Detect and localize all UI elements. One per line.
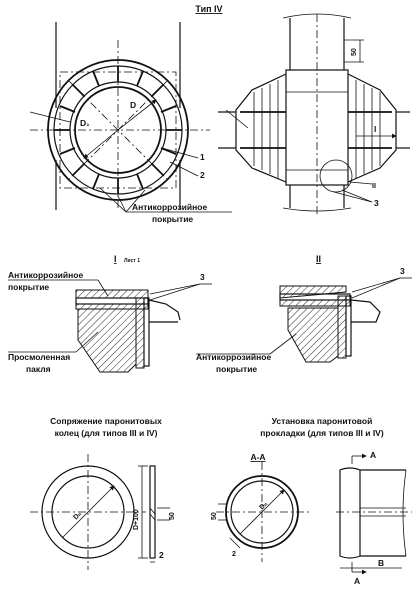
ring-join-dim-50: 50	[169, 512, 176, 520]
top-right-dim-l: l	[374, 124, 376, 134]
top-left-coating-label-2: покрытие	[152, 214, 193, 224]
detail-ii-coating-label: Антикоррозийное	[196, 352, 271, 362]
detail-i-sheet-note: Лист 1	[124, 258, 140, 264]
ring-join-dim-2: 2	[159, 550, 164, 560]
ring-join-section: Сопряжение паронитовых колец (для типов …	[30, 416, 176, 570]
detail-i-coating-label: Антикоррозийное	[8, 270, 83, 280]
detail-i-coating-label-2: покрытие	[8, 282, 49, 292]
top-right-dim-50: 50	[351, 48, 358, 56]
detail-i: I Лист 1 Антикоррозийное покрытие 3 Прос…	[8, 254, 212, 374]
gasket-dim-50: 50	[211, 512, 218, 520]
ring-join-title-2: колец (для типов III и IV)	[55, 428, 158, 438]
gasket-title-1: Установка паронитовой	[272, 416, 373, 426]
gasket-install-section: Установка паронитовой прокладки (для тип…	[211, 416, 412, 586]
gasket-section-label: А-А	[250, 452, 265, 462]
callout-1: 1	[200, 152, 205, 162]
detail-i-callout-3: 3	[200, 272, 205, 282]
diameter-d1-label: D₁	[80, 118, 90, 128]
ring-join-diameter: Dₙ	[72, 511, 83, 522]
gasket-cut-a-top: А	[370, 450, 376, 460]
detail-ii-title: II	[316, 254, 321, 264]
detail-ii-callout-3: 3	[400, 266, 405, 276]
top-left-plan-view: D D₁ 1 2 Антикоррозийное покрытие	[29, 22, 232, 224]
gasket-cut-a-bottom: А	[354, 576, 360, 586]
detail-i-title: I	[114, 254, 117, 264]
gasket-dim-2: 2	[232, 551, 236, 558]
top-right-elevation-view: 50 l II 3	[218, 13, 410, 214]
detail-ii: II 3 Антикоррозийное покрытие	[196, 254, 412, 374]
detail-i-packing-label-2: пакля	[26, 364, 51, 374]
top-right-callout-3: 3	[374, 198, 379, 208]
gasket-dim-b: B	[378, 558, 384, 568]
ring-join-title-1: Сопряжение паронитовых	[50, 416, 162, 426]
top-left-coating-label: Антикоррозийное	[132, 202, 207, 212]
diameter-d-label: D	[130, 100, 136, 110]
drawing-title: Тип IV	[195, 4, 222, 14]
ring-join-dim-height: D+100	[133, 509, 140, 530]
detail-i-packing-label: Просмоленная	[8, 352, 70, 362]
gasket-diameter: Dₙ	[258, 501, 269, 512]
callout-2: 2	[200, 170, 205, 180]
gasket-title-2: прокладки (для типов III и IV)	[260, 428, 384, 438]
detail-ii-coating-label-2: покрытие	[216, 364, 257, 374]
top-right-detail-ii: II	[372, 183, 376, 190]
